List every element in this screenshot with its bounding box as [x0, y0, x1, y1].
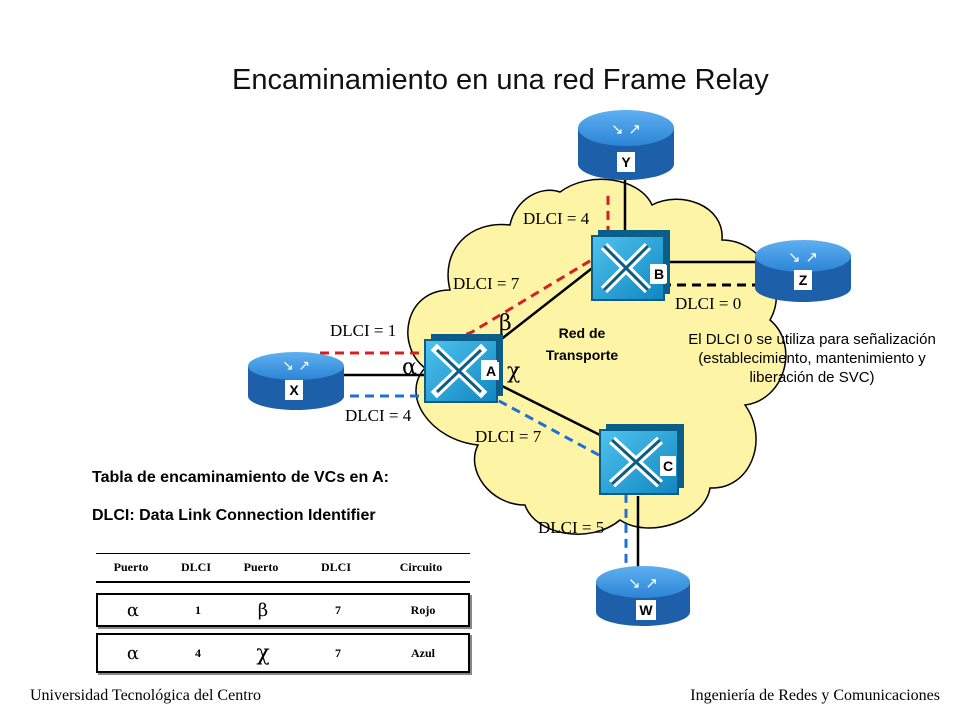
switch-b-label: B: [651, 265, 667, 283]
router-y-label: Y: [617, 152, 635, 172]
row2-circuit: Azul: [411, 645, 435, 660]
switch-b: [591, 230, 670, 301]
blue-virtual-circuit: [320, 394, 628, 578]
dlci-c-w: DLCI = 5: [538, 518, 605, 537]
cloud-label-line1: Red de: [558, 325, 606, 341]
dlci-zero-note: El DLCI 0 se utiliza para señalización (…: [688, 331, 936, 386]
row2-dlci-out: 7: [335, 645, 341, 660]
header-port-out: Puerto: [243, 560, 279, 574]
row1-port-in: α: [126, 599, 140, 621]
header-dlci-out: DLCI: [320, 560, 351, 574]
svg-text:↘ ↗: ↘ ↗: [628, 574, 658, 592]
row2-port-out: χ: [256, 640, 270, 666]
svg-text:↘ ↗: ↘ ↗: [788, 248, 818, 266]
cloud-label-line2: Transporte: [545, 347, 619, 363]
link-a-c: [489, 378, 611, 442]
header-circuit: Circuito: [399, 560, 443, 574]
link-a-b: [489, 261, 601, 349]
row1-dlci-in: 1: [195, 602, 201, 617]
footer-university: Universidad Tecnológica del Centro: [30, 687, 261, 704]
header-dlci-in: DLCI: [180, 560, 211, 574]
dlci-b-z: DLCI = 0: [675, 294, 742, 313]
svg-text:↘ ↗: ↘ ↗: [282, 358, 310, 374]
slide-title: Encaminamiento en una red Frame Relay: [232, 64, 769, 96]
table-row: α 4 χ 7 Azul: [96, 633, 470, 673]
dlci-acronym: DLCI: Data Link Connection Identifier: [92, 507, 376, 524]
header-port-in: Puerto: [113, 560, 149, 574]
row2-port-in: α: [126, 642, 140, 664]
dlci-x-red: DLCI = 1: [330, 321, 397, 340]
router-z-label: Z: [794, 270, 812, 290]
svg-text:↘ ↗: ↘ ↗: [611, 120, 641, 138]
dlci-x-blue: DLCI = 4: [345, 406, 412, 425]
table-header-row: Puerto DLCI Puerto DLCI Circuito: [96, 553, 470, 583]
port-chi: χ: [507, 359, 521, 384]
cloud-label: Red de Transporte: [522, 322, 642, 366]
physical-links: [320, 180, 760, 578]
transport-cloud: [407, 178, 787, 535]
router-x-label: X: [285, 380, 303, 400]
dlci-a-c: DLCI = 7: [475, 427, 542, 446]
router-w-label: W: [636, 600, 656, 620]
switch-a-label: A: [483, 362, 499, 380]
port-alpha: α: [402, 355, 417, 380]
row1-circuit: Rojo: [410, 602, 436, 617]
dlci-a-b: DLCI = 7: [453, 274, 520, 293]
row1-dlci-out: 7: [335, 602, 341, 617]
port-beta: β: [499, 311, 512, 336]
dlci-b-y: DLCI = 4: [523, 209, 590, 228]
table-row: α 1 β 7 Rojo: [96, 593, 470, 627]
vc-routing-table: Puerto DLCI Puerto DLCI Circuito α 1 β 7…: [96, 553, 470, 679]
footer-course: Ingeniería de Redes y Comunicaciones: [690, 687, 940, 704]
table-title: Tabla de encaminamiento de VCs en A:: [92, 469, 389, 486]
row2-dlci-in: 4: [195, 645, 201, 660]
row1-port-out: β: [257, 599, 269, 621]
switch-c: [599, 424, 684, 495]
switch-c-label: C: [660, 457, 676, 475]
